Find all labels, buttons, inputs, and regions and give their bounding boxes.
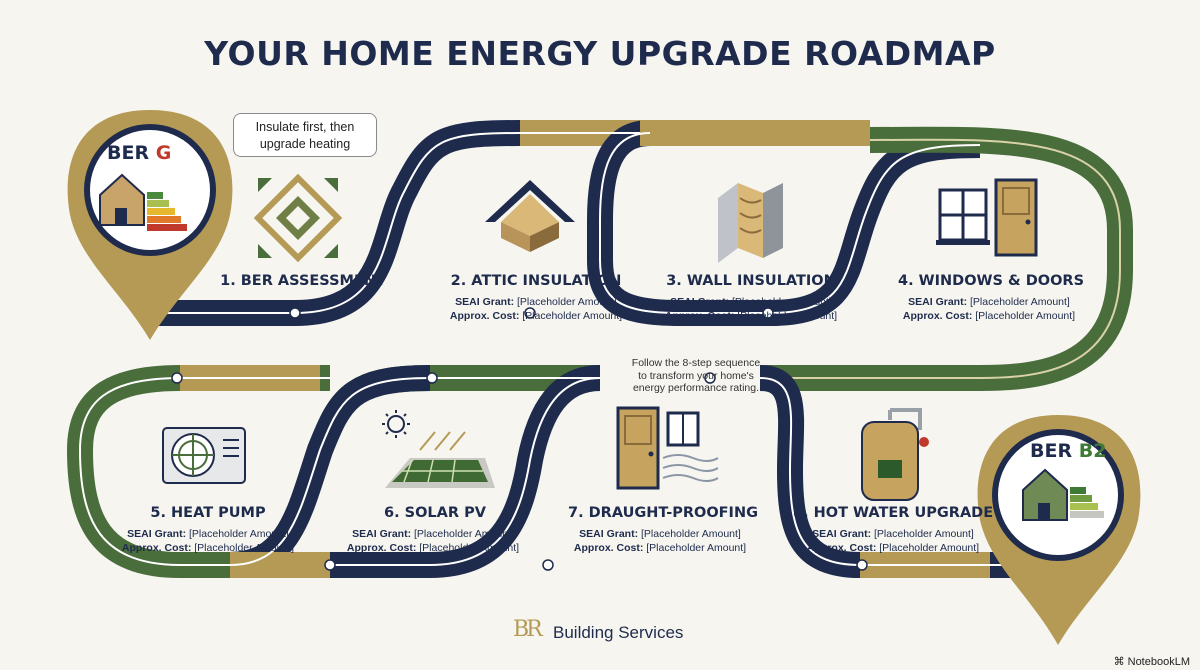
step-7-grant-value: [Placeholder Amount] — [641, 528, 741, 540]
center-note-line-2: to transform your home's — [638, 369, 754, 382]
step-3-title: 3. WALL INSULATION — [666, 273, 836, 289]
step-7-title: 7. DRAUGHT-PROOFING — [568, 505, 758, 521]
start-ber-grade: G — [155, 142, 172, 164]
window-door-icon — [936, 178, 1038, 257]
step-2-cost-value: [Placeholder Amount] — [522, 310, 623, 322]
attic-insulation-icon — [485, 180, 575, 252]
watermark-icon: ⌘ — [1113, 656, 1125, 668]
step-3-grant-value: [Placeholder Amount] — [732, 296, 832, 308]
step-1-title: 1. BER ASSESSMENT — [220, 273, 386, 289]
end-ber-label: BER — [1030, 440, 1079, 462]
step-6-detail: SEAI Grant: [Placeholder Amount] Approx.… — [343, 527, 523, 555]
step-4-grant-value: [Placeholder Amount] — [970, 296, 1070, 308]
page-title: YOUR HOME ENERGY UPGRADE ROADMAP — [204, 34, 996, 73]
step-4-title: 4. WINDOWS & DOORS — [898, 273, 1085, 289]
step-4-grant-label: SEAI Grant: — [908, 296, 968, 308]
center-note-line-3: energy performance rating. — [632, 382, 760, 394]
brand-name: Building Services — [553, 623, 684, 642]
step-6-title: 6. SOLAR PV — [384, 505, 486, 521]
tip-bubble: Insulate first, then upgrade heating — [233, 113, 377, 157]
step-6-grant-value: [Placeholder Amount] — [414, 528, 514, 540]
hot-water-cylinder-icon — [861, 408, 929, 501]
heat-pump-icon — [162, 427, 246, 484]
step-2-grant-value: [Placeholder Amount] — [517, 296, 617, 308]
step-7-cost-value: [Placeholder Amount] — [646, 542, 747, 554]
step-8-cost-value: [Placeholder Amount] — [879, 542, 980, 554]
step-6-cost-value: [Placeholder Amount] — [419, 542, 520, 554]
step-2-detail: SEAI Grant: [Placeholder Amount] Approx.… — [443, 295, 629, 323]
step-3-cost-label: Approx. Cost: — [664, 310, 735, 322]
step-2-grant-label: SEAI Grant: — [455, 296, 515, 308]
house-rating-icon-end — [1022, 468, 1104, 521]
watermark-text: NotebookLM — [1127, 656, 1190, 668]
draught-door-icon — [616, 406, 719, 490]
step-7-grant-label: SEAI Grant: — [579, 528, 639, 540]
step-3-grant-label: SEAI Grant: — [670, 296, 730, 308]
tip-line-2: upgrade heating — [259, 137, 351, 151]
house-rating-icon — [99, 173, 187, 231]
center-note: Follow the 8-step sequence to transform … — [610, 357, 782, 395]
step-7-detail: SEAI Grant: [Placeholder Amount] Approx.… — [570, 527, 750, 555]
step-8-title: 8. HOT WATER UPGRADE — [793, 505, 994, 521]
step-5-title: 5. HEAT PUMP — [150, 505, 266, 521]
step-5-grant-value: [Placeholder Amount] — [189, 528, 289, 540]
assessment-arrows-icon — [253, 173, 343, 263]
road-row2 — [66, 365, 1040, 578]
step-5-detail: SEAI Grant: [Placeholder Amount] Approx.… — [118, 527, 298, 555]
brand-logo: BR — [513, 617, 543, 642]
step-5-grant-label: SEAI Grant: — [127, 528, 187, 540]
step-4-cost-label: Approx. Cost: — [902, 310, 973, 322]
notebooklm-watermark: ⌘ NotebookLM — [1114, 655, 1190, 668]
tip-line-1: Insulate first, then — [255, 120, 355, 134]
step-3-cost-value: [Placeholder Amount] — [737, 310, 838, 322]
step-5-cost-value: [Placeholder Amount] — [194, 542, 295, 554]
step-4-detail: SEAI Grant: [Placeholder Amount] Approx.… — [898, 295, 1080, 323]
start-ber-badge: BER G — [107, 142, 171, 164]
end-ber-grade: B2 — [1078, 440, 1107, 462]
step-6-cost-label: Approx. Cost: — [346, 542, 417, 554]
step-4-cost-value: [Placeholder Amount] — [975, 310, 1076, 322]
step-7-cost-label: Approx. Cost: — [573, 542, 644, 554]
step-8-cost-label: Approx. Cost: — [806, 542, 877, 554]
step-2-cost-label: Approx. Cost: — [449, 310, 520, 322]
start-ber-label: BER — [107, 142, 156, 164]
step-2-title: 2. ATTIC INSULATION — [450, 273, 622, 289]
step-8-grant-label: SEAI Grant: — [812, 528, 872, 540]
step-8-grant-value: [Placeholder Amount] — [874, 528, 974, 540]
road-waypoints — [171, 307, 868, 571]
center-note-line-1: Follow the 8-step sequence — [631, 357, 761, 369]
step-5-cost-label: Approx. Cost: — [121, 542, 192, 554]
step-3-detail: SEAI Grant: [Placeholder Amount] Approx.… — [663, 295, 839, 323]
solar-panel-icon — [382, 410, 495, 488]
step-8-detail: SEAI Grant: [Placeholder Amount] Approx.… — [803, 527, 983, 555]
wall-insulation-icon — [718, 183, 783, 263]
step-6-grant-label: SEAI Grant: — [352, 528, 412, 540]
end-ber-badge: BER B2 — [1030, 440, 1106, 462]
